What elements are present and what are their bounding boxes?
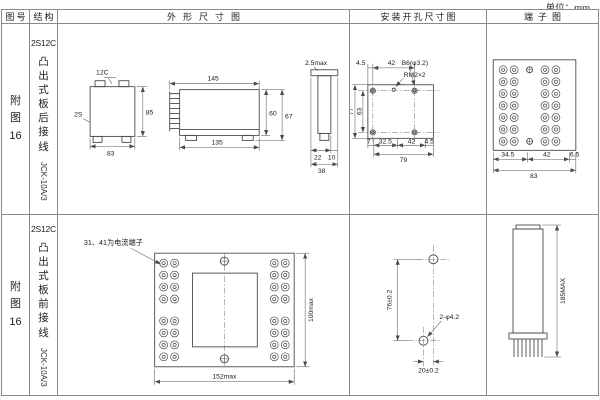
model-label-row2: 2S12C — [31, 223, 56, 234]
dim-7: 7 — [367, 138, 371, 145]
row1-mounting-drawing: 4.5 42 B6(φ3.2) RM2×2 77 63 — [350, 60, 440, 164]
row2-mounting-drawing: 76±0.2 2-φ4.2 20±0.2 — [387, 245, 459, 375]
dim-4-5-top: 4.5 — [356, 60, 366, 67]
dim-83: 83 — [107, 150, 115, 157]
header-outline: 外形尺寸图 — [58, 10, 350, 24]
dim-20: 20±0.2 — [418, 368, 439, 375]
dim-76: 76±0.2 — [387, 289, 394, 310]
dim-2-phi-4-2: 2-φ4.2 — [439, 314, 459, 321]
row2-terminal-drawing: 185MAX — [508, 224, 567, 358]
front-wiring-view: 31、41为电流端子 — [84, 238, 295, 368]
header-structure: 结构 — [30, 10, 58, 24]
row2-outline-dimensions: 152max 100max — [154, 252, 315, 385]
dim-25max: 2.5max — [305, 60, 328, 67]
relay-type-label-row1: JCK-10A/3 — [39, 161, 48, 201]
dim-67: 67 — [285, 114, 293, 121]
terminal-cell-row1: 34.5 42 6.5 83 — [487, 24, 598, 215]
dim-83-terminal: 83 — [530, 173, 538, 180]
front-view: 145 135 60 67 — [169, 76, 293, 151]
dim-152max: 152max — [212, 374, 237, 381]
figure-no-label-row1: 附图16 — [9, 95, 22, 142]
dim-rm2: RM2×2 — [404, 72, 426, 79]
dim-22: 22 — [314, 154, 322, 161]
mounting-cell-row2: 76±0.2 2-φ4.2 20±0.2 — [350, 215, 487, 395]
structure-label-row2: 凸出式板前接线 — [38, 241, 49, 339]
mounting-cell-row1: 4.5 42 B6(φ3.2) RM2×2 77 63 — [350, 24, 487, 215]
dim-79: 79 — [400, 157, 408, 164]
row1-terminal-drawing: 34.5 42 6.5 83 — [492, 59, 580, 180]
dim-4-5-bottom: 4.5 — [424, 138, 434, 145]
terminal-dimensions: 34.5 42 6.5 83 — [492, 151, 580, 180]
unit-label: 单位：mm — [546, 0, 590, 14]
mounting-dimensions: 4.5 42 B6(φ3.2) RM2×2 77 63 — [350, 60, 434, 164]
terminal-cell-row2: 185MAX — [487, 215, 598, 395]
dim-34-5: 34.5 — [501, 151, 514, 158]
drill-dimensions: 76±0.2 2-φ4.2 20±0.2 — [387, 259, 459, 375]
panel-cutout — [357, 78, 440, 145]
outline-cell-row2: 31、41为电流端子 — [58, 215, 350, 395]
dim-b6: B6(φ3.2) — [402, 60, 429, 67]
structure-cell-row2: 2S12C 凸出式板前接线 JCK-10A/3 — [30, 215, 58, 395]
figure-no-label-row2: 附图16 — [9, 281, 22, 328]
dim-42-terminal: 42 — [543, 151, 551, 158]
current-terminal-note: 31、41为电流端子 — [84, 238, 143, 247]
dim-38: 38 — [318, 168, 326, 175]
dim-32-5: 32.5 — [379, 138, 392, 145]
structure-cell-row1: 2S12C 凸出式板后接线 JCK-10A/3 — [30, 24, 58, 215]
relay-side-view — [508, 224, 548, 357]
figure-no-cell-row2: 附图16 — [2, 215, 30, 395]
dim-60: 60 — [269, 111, 277, 118]
dim-2s: 2S — [74, 112, 83, 119]
drill-holes — [407, 245, 450, 367]
dim-77: 77 — [350, 108, 355, 116]
model-label-row1: 2S12C — [31, 37, 56, 48]
height-dimension: 185MAX — [542, 224, 567, 358]
figure-no-cell-row1: 附图16 — [2, 24, 30, 215]
spec-table: 图号 结构 外形尺寸图 安装开孔尺寸图 端子图 附图16 2S12C 凸出式板后… — [1, 9, 599, 396]
header-fig-no: 图号 — [2, 10, 30, 24]
dim-6-5: 6.5 — [570, 151, 580, 158]
dim-42-top: 42 — [388, 60, 396, 67]
dim-63: 63 — [356, 108, 363, 116]
dim-12c: 12C — [96, 70, 109, 77]
outline-cell-row1: 12C 2S 85 83 145 — [58, 24, 350, 215]
structure-label-row1: 凸出式板后接线 — [38, 55, 49, 153]
dim-85: 85 — [146, 110, 154, 117]
terminal-block — [492, 59, 577, 151]
side-view: 2.5max 22 10 38 — [305, 60, 339, 175]
header-mounting: 安装开孔尺寸图 — [350, 10, 487, 24]
dim-100max: 100max — [308, 297, 315, 322]
row1-outline-drawing: 12C 2S 85 83 145 — [74, 60, 339, 175]
dim-145: 145 — [207, 76, 219, 83]
relay-type-label-row2: JCK-10A/3 — [39, 347, 48, 387]
dim-42-bottom: 42 — [408, 138, 416, 145]
rear-view: 12C 2S 85 83 — [74, 70, 153, 158]
dim-135: 135 — [211, 139, 223, 146]
row2-outline-drawing: 31、41为电流端子 — [84, 238, 315, 385]
dim-10: 10 — [328, 154, 336, 161]
dim-185max: 185MAX — [560, 278, 567, 305]
header-terminal: 端子图 — [487, 10, 598, 24]
